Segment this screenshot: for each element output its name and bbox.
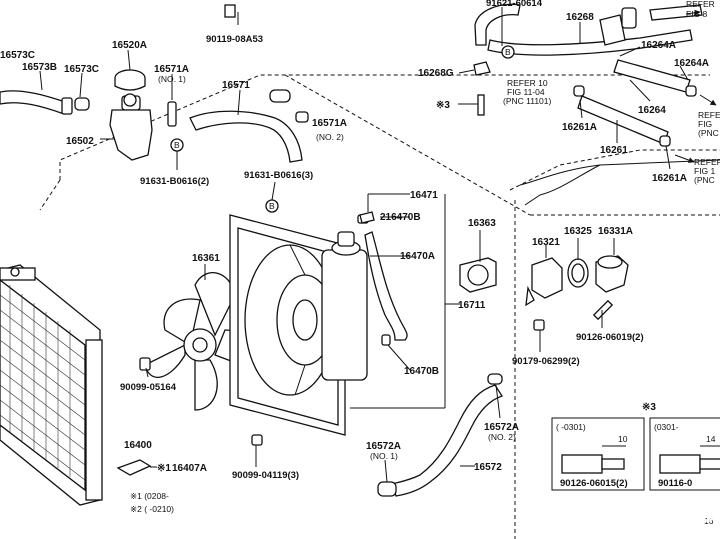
label-footnote-2: ※2 ( -0210) [130, 504, 174, 514]
coolant-reservoir [321, 214, 408, 381]
label-16325: 16325 [564, 226, 592, 237]
label-16261a-1: 16261A [562, 122, 597, 133]
label-16471: 16471 [410, 190, 438, 201]
assembly-outline [39, 74, 720, 216]
bypass-pipes [224, 3, 703, 147]
label-16268: 16268 [566, 12, 594, 23]
label-star1-a: ※1 [157, 463, 171, 474]
label-16470a: 16470A [400, 251, 435, 262]
label-16264a-1: 16264A [641, 40, 676, 51]
label-90126-06019-2: 90126-06019(2) [576, 332, 644, 343]
label-fig-11-04: FIG 11-04 [507, 87, 545, 97]
b-marker-label: B [505, 47, 511, 57]
label-box2-dim: 14 [706, 434, 716, 444]
label-pnc-r2: (PNC [698, 128, 719, 138]
label-91621-60614: 91621-60614 [486, 0, 543, 9]
label-16520a: 16520A [112, 40, 147, 51]
label-90119-08a53: 90119-08A53 [206, 34, 263, 45]
b-marker-label: B [269, 201, 275, 211]
label-fig-top: FIG 8 [686, 9, 708, 19]
part-labels: 16573C 16573B 16573C 16520A 16571A (NO. … [0, 0, 720, 526]
radiator-cap-assembly [109, 69, 177, 161]
label-16573c-b: 16573C [64, 64, 99, 75]
label-91631-b0616-2: 91631-B0616(2) [140, 176, 209, 187]
engine-block [519, 159, 720, 206]
label-90179-06299-2: 90179-06299(2) [512, 356, 580, 367]
label-16321: 16321 [532, 237, 560, 248]
page-number: 16 [704, 516, 714, 526]
label-16571a-no2: 16571A [312, 118, 347, 129]
cooling-fan [144, 272, 259, 411]
label-16571a-no1: 16571A [154, 64, 189, 75]
label-refer-10: REFER 10 [507, 78, 548, 88]
label-star3-a: ※3 [436, 100, 450, 111]
label-90126-06015-2: 90126-06015(2) [560, 478, 628, 489]
label-16361: 16361 [192, 253, 220, 264]
label-16264a-2: 16264A [674, 58, 709, 69]
bolt-detail-boxes [551, 417, 720, 491]
label-16261a-2: 16261A [652, 173, 687, 184]
lower-hose [377, 373, 503, 497]
label-16261: 16261 [600, 145, 628, 156]
label-refer-r3: REFER [694, 157, 720, 167]
label-216470b: 216470B [380, 212, 421, 223]
label-16573b: 16573B [22, 62, 57, 73]
label-fig-r2: FIG [698, 119, 712, 129]
label-16407a: 16407A [172, 463, 207, 474]
label-pnc-r3: (PNC [694, 175, 715, 185]
radiator [0, 264, 103, 506]
label-16268g: 16268G [418, 68, 454, 79]
refer-arrows [674, 9, 717, 163]
label-91631-b0616-3: 91631-B0616(3) [244, 170, 313, 181]
label-90099-05164: 90099-05164 [120, 382, 177, 393]
b-marker-label: B [174, 140, 180, 150]
water-outlet-parts [459, 255, 629, 331]
label-16331a: 16331A [598, 226, 633, 237]
label-16571: 16571 [222, 80, 250, 91]
avito-watermark: Avito [617, 499, 715, 529]
label-box2-range: (0301- [654, 422, 679, 432]
label-16400: 16400 [124, 440, 152, 451]
label-16470b: 16470B [404, 366, 439, 377]
label-no2-b: (NO. 2) [488, 432, 516, 442]
label-star3-b: ※3 [642, 402, 656, 413]
label-refer-top: REFER [686, 0, 715, 9]
label-16572a-no2: 16572A [484, 422, 519, 433]
label-16363: 16363 [468, 218, 496, 229]
label-box1-dim: 10 [618, 434, 628, 444]
label-16711: 16711 [458, 300, 486, 311]
label-90099-04119-3: 90099-04119(3) [232, 470, 299, 481]
label-refer-r2: REFE [698, 110, 720, 120]
label-no2-a: (NO. 2) [316, 132, 344, 142]
b-markers: B B B [170, 45, 515, 213]
label-no1-b: (NO. 1) [370, 451, 398, 461]
leader-lines [39, 7, 689, 483]
label-box1-range: ( -0301) [556, 422, 586, 432]
label-16264: 16264 [638, 105, 666, 116]
watermark-text: Avito [640, 499, 715, 529]
label-footnote-1: ※1 (0208- [130, 491, 169, 501]
label-90116-0: 90116-0 [658, 478, 692, 489]
fasteners [116, 211, 375, 476]
upper-hoses [0, 89, 309, 163]
label-16572: 16572 [474, 462, 502, 473]
label-pnc-11101: (PNC 11101) [503, 96, 552, 106]
label-16572a-no1: 16572A [366, 441, 401, 452]
label-16502: 16502 [66, 136, 94, 147]
label-fig-r3: FIG 1 [694, 166, 716, 176]
label-no1-a: (NO. 1) [158, 74, 186, 84]
engine-outline [509, 149, 720, 539]
fan-shroud [229, 214, 346, 436]
label-16573c-a: 16573C [0, 50, 35, 61]
